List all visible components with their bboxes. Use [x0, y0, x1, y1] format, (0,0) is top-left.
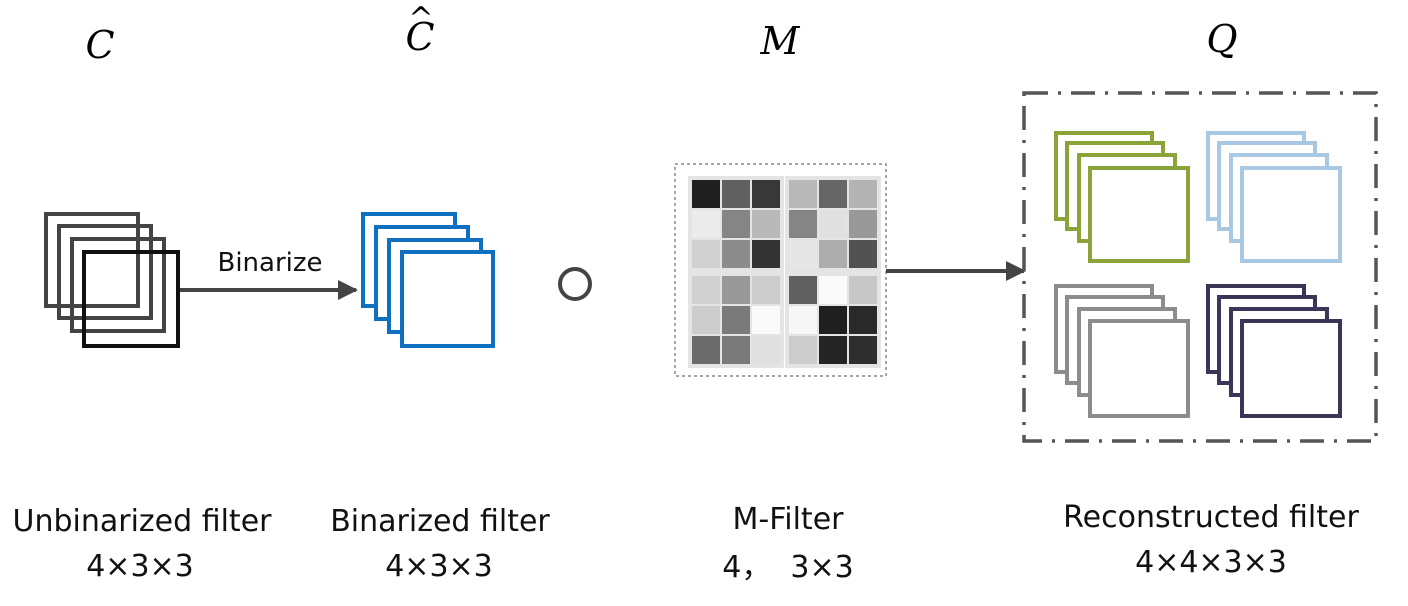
- purple-layer-4: [1240, 319, 1342, 418]
- binarize-label: Binarize: [217, 248, 322, 278]
- unbinarized-layer-2: [57, 224, 153, 320]
- symbol-c-hat: C: [405, 15, 434, 59]
- mfilter-cell: [849, 336, 877, 364]
- mfilter-cell: [692, 306, 720, 334]
- caption-reconstructed-dims: 4×4×3×3: [1135, 545, 1287, 580]
- symbol-m: M: [760, 19, 801, 63]
- mfilter-cell: [722, 276, 750, 304]
- mfilter-cell: [752, 276, 780, 304]
- symbol-q: Q: [1206, 17, 1237, 61]
- caption-unbinarized-dims: 4×3×3: [86, 549, 194, 584]
- mfilter-cell: [849, 240, 877, 268]
- unbinarized-layer-1: [44, 212, 140, 308]
- mfilter-cell: [819, 210, 847, 238]
- mfilter-cell: [752, 210, 780, 238]
- mfilter-cell: [789, 276, 817, 304]
- lightblue-layer-4: [1240, 166, 1342, 263]
- unbinarized-layer-3: [70, 237, 166, 333]
- hadamard-operator-icon: [558, 267, 592, 301]
- mfilter-cell: [849, 210, 877, 238]
- binarized-filter-stack: [361, 212, 495, 348]
- reconstructed-group-gray: [1054, 284, 1190, 418]
- mfilter-cell: [789, 180, 817, 208]
- mfilter-cell: [692, 336, 720, 364]
- caption-reconstructed-name: Reconstructed filter: [1063, 500, 1359, 535]
- reconstructed-group-purple: [1206, 284, 1342, 418]
- mfilter-cell: [722, 240, 750, 268]
- mfilter-cell: [819, 180, 847, 208]
- mfilter-cell: [722, 210, 750, 238]
- mfilter-cell: [722, 180, 750, 208]
- mfilter-cell: [692, 180, 720, 208]
- mfilter-cell: [752, 240, 780, 268]
- mfilter-border: [674, 163, 887, 377]
- mfilter-cell: [789, 306, 817, 334]
- reconstructed-group-lightblue: [1206, 131, 1342, 263]
- caption-binarized-name: Binarized filter: [330, 504, 550, 539]
- mfilter-cell: [722, 336, 750, 364]
- mfilter-cell: [819, 336, 847, 364]
- mfilter-grids: [688, 176, 881, 368]
- mfilter-cell: [789, 240, 817, 268]
- mfilter-cell: [692, 276, 720, 304]
- mfilter-cell: [819, 276, 847, 304]
- mfilter-cell: [722, 306, 750, 334]
- reconstructed-frame: [1022, 91, 1378, 443]
- caption-unbinarized-name: Unbinarized filter: [13, 504, 273, 539]
- unbinarized-layer-4: [82, 250, 180, 348]
- caption-mfilter-dims: 4， 3×3: [722, 550, 853, 585]
- caption-mfilter-name: M-Filter: [732, 502, 844, 537]
- mfilter-cell: [819, 306, 847, 334]
- caption-binarized-dims: 4×3×3: [385, 549, 493, 584]
- mfilter-cell: [849, 306, 877, 334]
- mfilter-cell: [789, 336, 817, 364]
- mfilter-cell: [752, 336, 780, 364]
- mfilter-cell: [752, 306, 780, 334]
- mfilter-cell: [752, 180, 780, 208]
- mfilter-cell: [819, 240, 847, 268]
- mfilter-cell: [849, 276, 877, 304]
- unbinarized-filter-stack: [44, 212, 180, 348]
- mfilter-cell: [692, 210, 720, 238]
- mfilter-cell: [789, 210, 817, 238]
- hat-accent: ^: [408, 1, 433, 36]
- green-layer-4: [1088, 166, 1190, 263]
- symbol-c: C: [85, 23, 114, 67]
- mfilter-cell: [849, 180, 877, 208]
- gray-layer-4: [1088, 319, 1190, 418]
- binarized-layer-4: [400, 250, 495, 348]
- reconstructed-group-green: [1054, 131, 1190, 263]
- mfilter-cell: [692, 240, 720, 268]
